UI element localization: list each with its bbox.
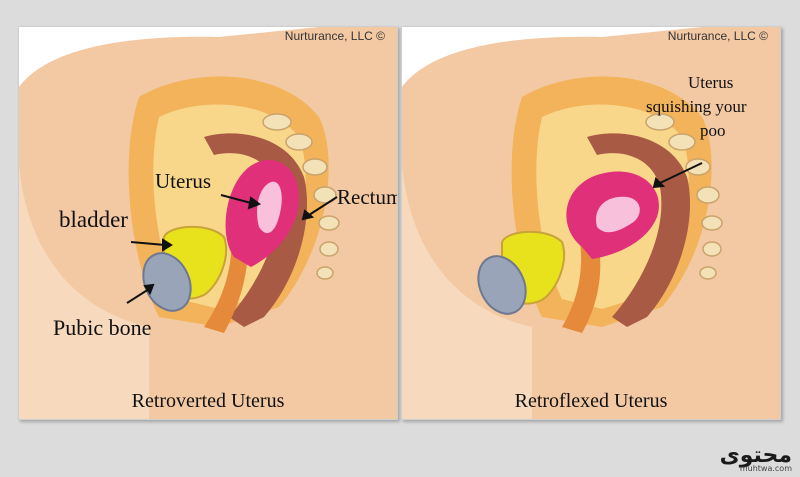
retroverted-panel: Nurturance, LLC © Uterus Rectum bladder … bbox=[18, 26, 398, 420]
caption-retroverted: Retroverted Uterus bbox=[19, 390, 397, 413]
label-uterus: Uterus bbox=[155, 169, 211, 194]
site-watermark: محتوى muhtwa.com bbox=[720, 443, 792, 473]
label-pubic-bone: Pubic bone bbox=[53, 315, 151, 341]
label-bladder: bladder bbox=[59, 207, 128, 233]
label-uterus-line2: squishing your bbox=[646, 97, 747, 117]
label-uterus-line3: poo bbox=[700, 121, 726, 141]
copyright-notice: Nurturance, LLC © bbox=[668, 29, 768, 43]
copyright-notice: Nurturance, LLC © bbox=[285, 29, 385, 43]
caption-retroflexed: Retroflexed Uterus bbox=[402, 390, 780, 413]
label-rectum: Rectum bbox=[337, 185, 398, 210]
retroflexed-panel: Nurturance, LLC © Uterus squishing your … bbox=[401, 26, 781, 420]
label-uterus-line1: Uterus bbox=[688, 73, 733, 93]
